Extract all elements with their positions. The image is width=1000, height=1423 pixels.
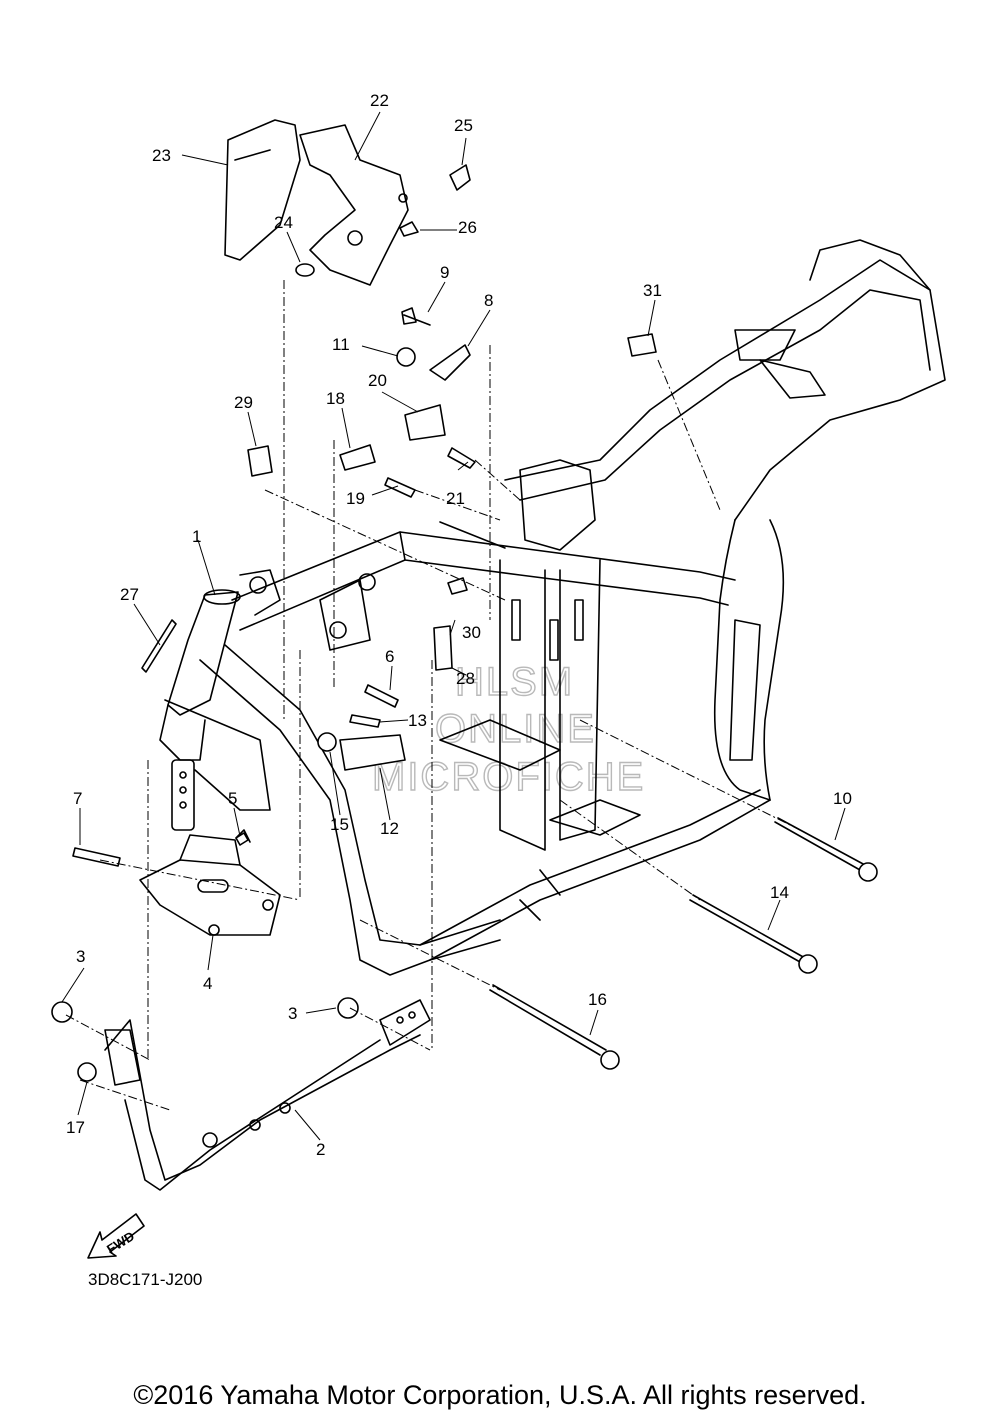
callout-20: 20: [368, 371, 387, 390]
callout-17: 17: [66, 1118, 85, 1137]
watermark-line-2: ONLINE: [435, 707, 596, 751]
callout-30: 30: [462, 623, 481, 642]
callout-15: 15: [330, 815, 349, 834]
callout-10: 10: [833, 789, 852, 808]
leader-lines: [61, 111, 846, 1141]
callout-14: 14: [770, 883, 789, 902]
side-covers: [224, 119, 409, 286]
callout-3: 3: [76, 947, 85, 966]
callout-7: 7: [73, 789, 82, 808]
callout-16: 16: [588, 990, 607, 1009]
callout-25: 25: [454, 116, 473, 135]
callout-1: 1: [192, 527, 201, 546]
callout-8: 8: [484, 291, 493, 310]
main-frame: [159, 239, 946, 976]
callout-23: 23: [152, 146, 171, 165]
watermark-line-1: HLSM: [455, 660, 574, 704]
callout-9: 9: [440, 263, 449, 282]
callout-31: 31: [643, 281, 662, 300]
callout-22: 22: [370, 91, 389, 110]
diagram-code: 3D8C171-J200: [88, 1270, 203, 1289]
watermark: HLSM ONLINE MICROFICHE: [371, 659, 645, 799]
callout-29: 29: [234, 393, 253, 412]
watermark-line-3: MICROFICHE: [372, 755, 645, 799]
callout-13: 13: [408, 711, 427, 730]
callout-27: 27: [120, 585, 139, 604]
front-cradle-part-2: [104, 999, 431, 1191]
callout-2: 2: [316, 1140, 325, 1159]
callout-6: 6: [385, 647, 394, 666]
callout-12: 12: [380, 819, 399, 838]
callout-19: 19: [346, 489, 365, 508]
callout-18: 18: [326, 389, 345, 408]
callout-28: 28: [456, 669, 475, 688]
callout-4: 4: [203, 974, 212, 993]
callouts: 1 2 3 3 4 5 6 7 8 9 10 11 12 13 14 15 16…: [66, 91, 852, 1159]
callout-11: 11: [332, 335, 350, 354]
callout-24: 24: [274, 213, 293, 232]
guide-lines: [65, 280, 801, 1111]
copyright-notice: ©2016 Yamaha Motor Corporation, U.S.A. A…: [133, 1380, 867, 1410]
callout-3: 3: [288, 1004, 297, 1023]
fwd-arrow-icon: FWD: [87, 1213, 145, 1259]
callout-21: 21: [446, 489, 465, 508]
callout-5: 5: [228, 789, 237, 808]
callout-26: 26: [458, 218, 477, 237]
engine-mount-part-4: [139, 832, 281, 936]
